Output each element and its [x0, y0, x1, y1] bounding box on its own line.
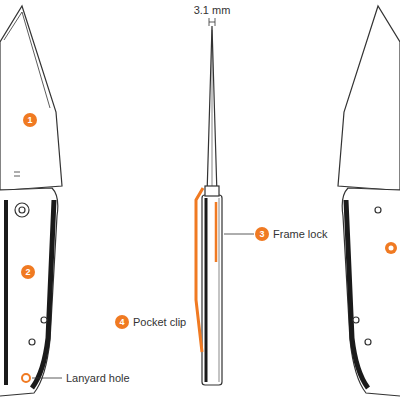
handle: [342, 188, 400, 396]
callout-number: 3: [255, 227, 269, 241]
leader-line: [224, 234, 254, 235]
flipper-tab: [389, 246, 394, 251]
blade-grind: [4, 12, 50, 108]
blade-edge: [212, 30, 213, 193]
pivot: [15, 203, 29, 217]
part-name: Frame lock: [273, 229, 327, 240]
pivot: [19, 207, 25, 213]
dimension-label: 3.1 mm: [194, 5, 231, 16]
dimension-tick: [215, 18, 216, 26]
blade: [207, 26, 217, 195]
callout-number: 1: [23, 113, 37, 127]
handle-scale: [4, 200, 8, 385]
dimension-line: [209, 22, 215, 23]
screw: [375, 207, 381, 213]
part-name: Pocket clip: [133, 317, 186, 328]
handle-scale: [32, 200, 54, 388]
flipper-tab: [385, 242, 397, 254]
leader-line: [32, 378, 62, 379]
handle: [0, 188, 58, 396]
screw: [29, 339, 35, 345]
logo-mark: [14, 172, 20, 176]
screw: [353, 317, 359, 323]
knife-side-view: [0, 6, 62, 396]
handle-scale: [346, 200, 368, 388]
callout-number: 2: [21, 265, 35, 279]
knife-edge-view: [196, 18, 254, 385]
pocket-clip: [196, 188, 203, 352]
lanyard-hole: [22, 374, 30, 382]
blade: [338, 6, 400, 190]
handle: [202, 195, 222, 385]
screw: [41, 317, 47, 323]
pivot-collar: [205, 186, 219, 196]
screw: [365, 339, 371, 345]
frame-lock: [215, 202, 218, 262]
callout-number: 4: [115, 315, 129, 329]
dimension-tick: [209, 18, 210, 26]
liner: [219, 198, 220, 382]
blade: [0, 6, 62, 190]
part-name: Lanyard hole: [66, 373, 130, 384]
knife-side-view: [338, 6, 400, 396]
handle-scale: [205, 198, 208, 382]
